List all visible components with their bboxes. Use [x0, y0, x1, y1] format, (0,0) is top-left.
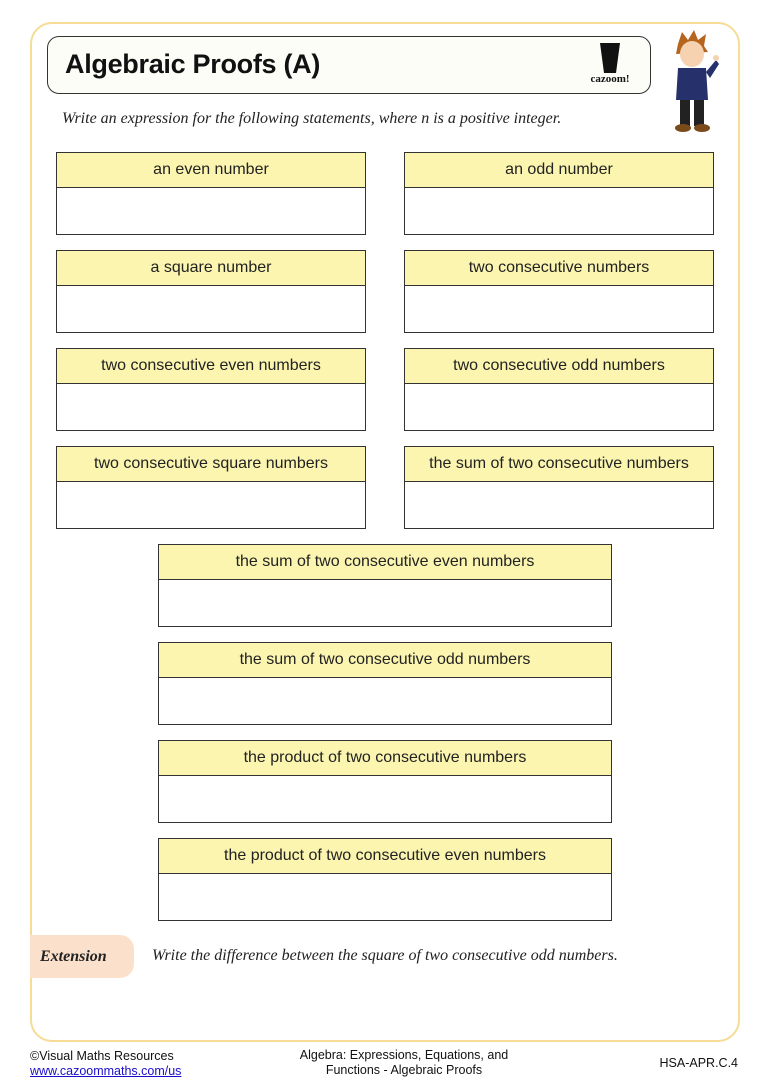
- answer-field[interactable]: [57, 384, 365, 430]
- question-label: an odd number: [405, 153, 713, 188]
- mascot-illustration: [675, 30, 719, 132]
- answer-field[interactable]: [405, 384, 713, 430]
- question-label: the sum of two consecutive even numbers: [159, 545, 611, 580]
- question-label: two consecutive square numbers: [57, 447, 365, 482]
- question-box: the sum of two consecutive numbers: [404, 446, 714, 529]
- question-label: the sum of two consecutive numbers: [405, 447, 713, 482]
- question-box: two consecutive even numbers: [56, 348, 366, 431]
- extension-label: Extension: [30, 935, 134, 978]
- question-label: the sum of two consecutive odd numbers: [159, 643, 611, 678]
- question-box: a square number: [56, 250, 366, 333]
- question-box: the product of two consecutive numbers: [158, 740, 612, 823]
- answer-field[interactable]: [405, 188, 713, 234]
- question-box: the sum of two consecutive odd numbers: [158, 642, 612, 725]
- standard-code: HSA-APR.C.4: [659, 1056, 739, 1070]
- extension-text: Write the difference between the square …: [152, 947, 618, 964]
- question-box: the product of two consecutive even numb…: [158, 838, 612, 921]
- answer-field[interactable]: [159, 678, 611, 724]
- answer-field[interactable]: [159, 776, 611, 822]
- question-label: an even number: [57, 153, 365, 188]
- website-link[interactable]: www.cazoommaths.com/us: [30, 1064, 182, 1078]
- answer-field[interactable]: [57, 286, 365, 332]
- title-box: Algebraic Proofs (A) cazoom!: [47, 36, 651, 94]
- answer-field[interactable]: [57, 482, 365, 528]
- question-label: two consecutive numbers: [405, 251, 713, 286]
- question-box: two consecutive square numbers: [56, 446, 366, 529]
- question-label: two consecutive even numbers: [57, 349, 365, 384]
- answer-field[interactable]: [57, 188, 365, 234]
- page-frame: [30, 22, 740, 1042]
- answer-field[interactable]: [405, 482, 713, 528]
- question-label: the product of two consecutive numbers: [159, 741, 611, 776]
- question-label: the product of two consecutive even numb…: [159, 839, 611, 874]
- copyright: ©Visual Maths Resources: [30, 1049, 174, 1063]
- footer-topic: Algebra: Expressions, Equations, and Fun…: [299, 1048, 509, 1077]
- question-box: an even number: [56, 152, 366, 235]
- question-box: two consecutive odd numbers: [404, 348, 714, 431]
- question-label: two consecutive odd numbers: [405, 349, 713, 384]
- question-box: the sum of two consecutive even numbers: [158, 544, 612, 627]
- cazoom-logo: cazoom!: [586, 43, 634, 89]
- question-label: a square number: [57, 251, 365, 286]
- answer-field[interactable]: [159, 874, 611, 920]
- answer-field[interactable]: [405, 286, 713, 332]
- answer-field[interactable]: [159, 580, 611, 626]
- question-box: an odd number: [404, 152, 714, 235]
- instructions: Write an expression for the following st…: [62, 110, 562, 127]
- footer-left: ©Visual Maths Resources www.cazoommaths.…: [30, 1049, 181, 1079]
- page-title: Algebraic Proofs (A): [65, 49, 321, 79]
- question-box: two consecutive numbers: [404, 250, 714, 333]
